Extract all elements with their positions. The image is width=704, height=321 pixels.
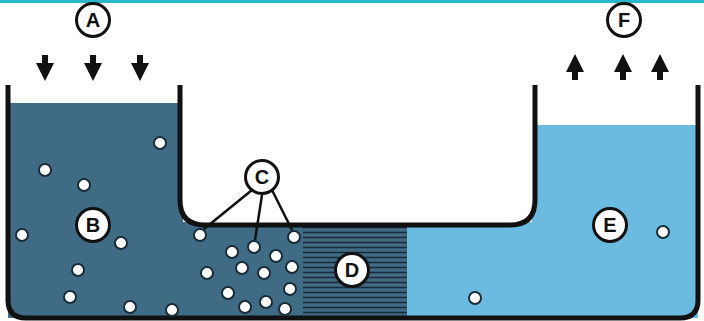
vessel-outline	[8, 85, 698, 318]
dilute-solution	[405, 222, 537, 318]
solute-particles	[16, 137, 669, 316]
top-rule	[0, 0, 704, 3]
callout-letter: B	[75, 207, 111, 243]
leader-lines	[204, 190, 292, 240]
dilute-solution	[532, 125, 698, 318]
callout-letter: D	[334, 252, 370, 288]
concentrated-solution	[8, 103, 183, 318]
callout-letter: C	[244, 159, 280, 195]
outflow-arrows	[575, 63, 660, 80]
semipermeable-membrane	[303, 226, 407, 318]
concentrated-solution	[180, 222, 305, 318]
callout-letter: A	[75, 2, 111, 38]
callout-letter: E	[592, 207, 628, 243]
pressure-arrows	[45, 55, 140, 72]
callout-letter: F	[606, 2, 642, 38]
